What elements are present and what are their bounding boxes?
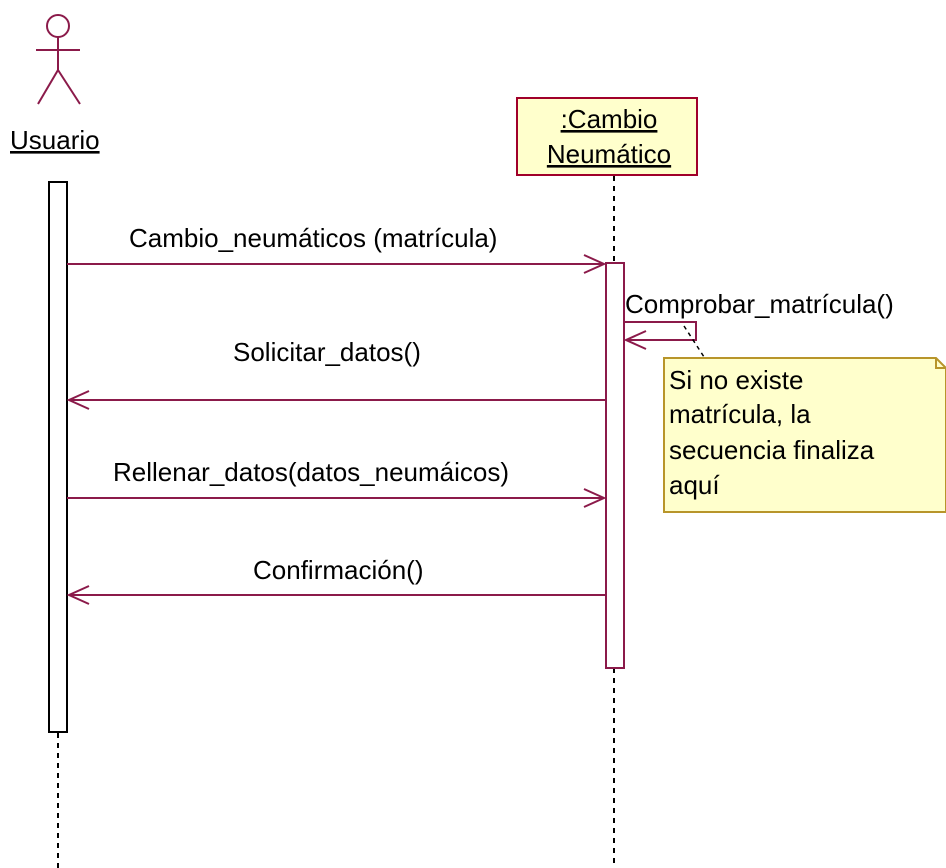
message-label-confirmacion: Confirmación() bbox=[253, 555, 424, 585]
arrowhead-icon bbox=[583, 488, 607, 508]
arrowhead-icon bbox=[66, 585, 90, 605]
object-box[interactable] bbox=[516, 97, 698, 176]
note-fold-icon bbox=[935, 358, 946, 369]
note-line-4: aquí bbox=[669, 470, 720, 500]
message-label-comprobar-matricula: Comprobar_matrícula() bbox=[625, 289, 894, 319]
note-line-1: Si no existe bbox=[669, 365, 803, 395]
message-label-cambio-neumaticos: Cambio_neumáticos (matrícula) bbox=[129, 223, 497, 253]
message-label-solicitar-datos: Solicitar_datos() bbox=[233, 337, 421, 367]
arrowhead-icon bbox=[583, 254, 607, 274]
actor-name: Usuario bbox=[10, 125, 100, 155]
note-line-2: matrícula, la bbox=[669, 399, 811, 429]
note-connector bbox=[683, 325, 707, 361]
object-name-line2: Neumático bbox=[547, 139, 671, 169]
object-activation-bar bbox=[605, 262, 625, 669]
actor-icon bbox=[36, 14, 81, 105]
message-arrow-comprobar-matricula[interactable] bbox=[624, 321, 697, 341]
note-line-3: secuencia finaliza bbox=[669, 435, 875, 465]
arrowhead-icon bbox=[623, 330, 647, 350]
message-label-rellenar-datos: Rellenar_datos(datos_neumáicos) bbox=[113, 457, 509, 487]
arrowhead-icon bbox=[66, 390, 90, 410]
object-name-line1: :Cambio bbox=[561, 104, 658, 134]
note-box[interactable] bbox=[663, 357, 946, 513]
actor-activation-bar bbox=[48, 181, 68, 733]
